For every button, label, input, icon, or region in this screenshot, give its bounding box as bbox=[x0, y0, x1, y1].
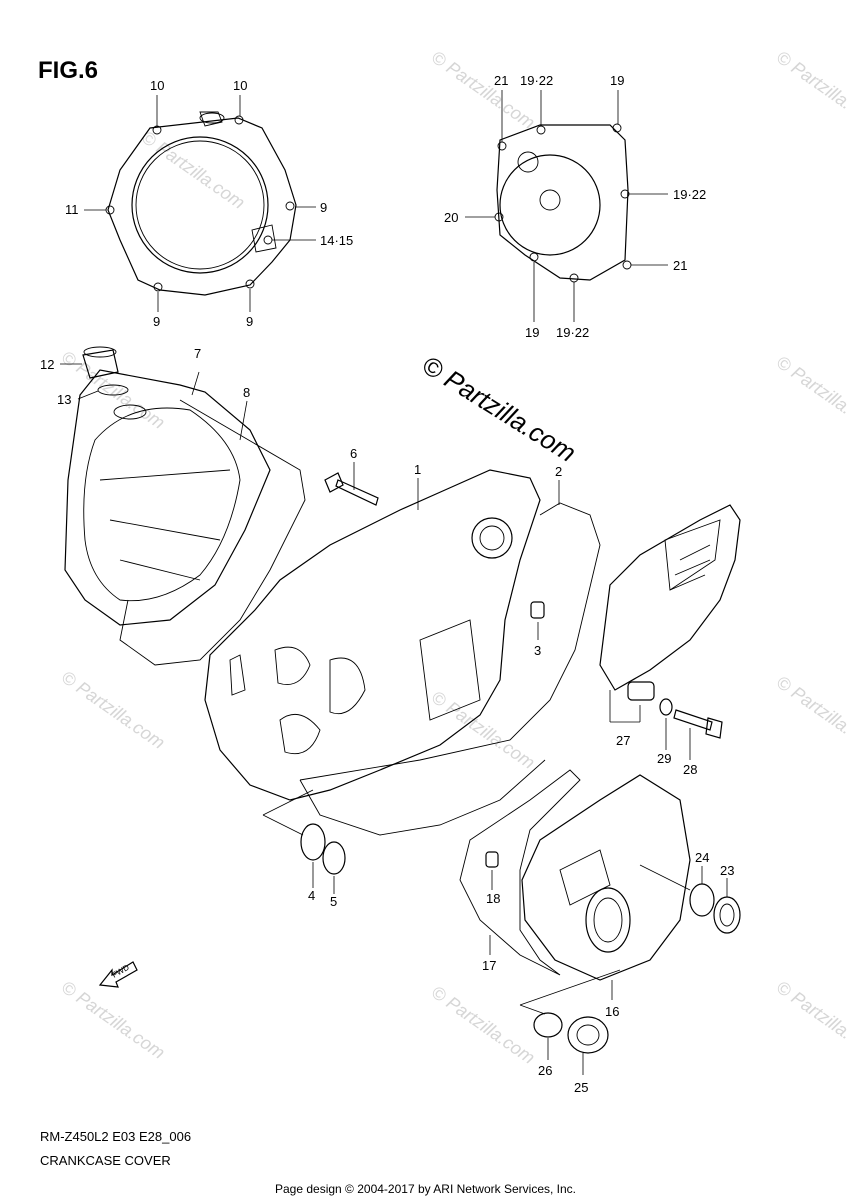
callout-12: 12 bbox=[40, 357, 54, 372]
diagram-code: RM-Z450L2 E03 E28_006 bbox=[40, 1129, 191, 1144]
callout-labels: 10 10 9 11 14·15 9 9 21 19·22 19 19·22 2… bbox=[40, 73, 734, 1095]
callout-8: 8 bbox=[243, 385, 250, 400]
callout-23: 23 bbox=[720, 863, 734, 878]
callout-24: 24 bbox=[695, 850, 709, 865]
callout-27: 27 bbox=[616, 733, 630, 748]
generator-gasket-part bbox=[459, 769, 581, 976]
oil-seal-part bbox=[300, 823, 326, 861]
callout-21: 21 bbox=[494, 73, 508, 88]
bolt-part bbox=[673, 709, 723, 739]
watermark: © Partzilla.com bbox=[428, 982, 539, 1068]
callout-10: 10 bbox=[150, 78, 164, 93]
callout-10: 10 bbox=[233, 78, 247, 93]
watermark: © Partzilla.com bbox=[58, 347, 169, 433]
o-ring-part bbox=[322, 841, 346, 875]
oil-cap-part bbox=[82, 346, 147, 420]
plug-part bbox=[713, 896, 741, 934]
figure-title: FIG.6 bbox=[38, 57, 98, 84]
collar-part bbox=[627, 681, 655, 701]
callout-29: 29 bbox=[657, 751, 671, 766]
callout-9: 9 bbox=[320, 200, 327, 215]
bolt-part bbox=[324, 472, 379, 506]
watermark: © Partzilla.com bbox=[773, 352, 847, 438]
callout-20: 20 bbox=[444, 210, 458, 225]
callout-19-22: 19·22 bbox=[556, 325, 589, 340]
page-credit: Page design © 2004-2017 by ARI Network S… bbox=[275, 1182, 576, 1196]
callout-11: 11 bbox=[65, 202, 79, 217]
callout-19: 19 bbox=[610, 73, 624, 88]
dowel-part bbox=[485, 851, 499, 868]
washer-part bbox=[659, 698, 673, 716]
bracket-part bbox=[599, 504, 741, 691]
watermark: © Partzilla.com bbox=[58, 667, 169, 753]
crankcase-gasket-part bbox=[299, 502, 601, 836]
watermark: © Partzilla.com bbox=[428, 687, 539, 773]
callout-13: 13 bbox=[57, 392, 71, 407]
callout-19: 19 bbox=[525, 325, 539, 340]
generator-cover-part bbox=[521, 774, 691, 981]
watermark: © Partzilla.com bbox=[428, 47, 539, 133]
callout-26: 26 bbox=[538, 1063, 552, 1078]
crankcase-cover-part bbox=[204, 469, 541, 801]
watermark-group: © Partzilla.com © Partzilla.com © Partzi… bbox=[58, 47, 847, 1068]
callout-4: 4 bbox=[308, 888, 315, 903]
callout-19-22: 19·22 bbox=[673, 187, 706, 202]
callout-21: 21 bbox=[673, 258, 687, 273]
o-ring-part bbox=[689, 883, 715, 917]
watermark: © Partzilla.com bbox=[773, 47, 847, 133]
watermark: © Partzilla.com bbox=[138, 127, 249, 213]
callout-19-22: 19·22 bbox=[520, 73, 553, 88]
watermark: © Partzilla.com bbox=[773, 672, 847, 758]
outer-cover-part bbox=[64, 369, 271, 626]
callout-17: 17 bbox=[482, 958, 496, 973]
watermark: © Partzilla.com bbox=[773, 977, 847, 1063]
pump-cover-part bbox=[494, 123, 632, 283]
callout-1: 1 bbox=[414, 462, 421, 477]
callout-25: 25 bbox=[574, 1080, 588, 1095]
diagram-name: CRANKCASE COVER bbox=[40, 1153, 171, 1168]
callout-28: 28 bbox=[683, 762, 697, 777]
callout-9: 9 bbox=[246, 314, 253, 329]
callout-14-15: 14·15 bbox=[320, 233, 353, 248]
callout-2: 2 bbox=[555, 464, 562, 479]
plug-part bbox=[567, 1016, 609, 1054]
cover-gasket-part bbox=[119, 399, 306, 666]
o-ring-part bbox=[533, 1012, 563, 1038]
callout-5: 5 bbox=[330, 894, 337, 909]
callout-16: 16 bbox=[605, 1004, 619, 1019]
callout-9: 9 bbox=[153, 314, 160, 329]
watermark: © Partzilla.com bbox=[58, 977, 169, 1063]
callout-6: 6 bbox=[350, 446, 357, 461]
callout-3: 3 bbox=[534, 643, 541, 658]
main-watermark: © Partzilla.com bbox=[417, 350, 581, 468]
callout-18: 18 bbox=[486, 891, 500, 906]
fwd-arrow-icon: FWD bbox=[98, 961, 138, 988]
callout-7: 7 bbox=[194, 346, 201, 361]
dowel-part bbox=[530, 601, 545, 619]
clutch-cover-part bbox=[105, 111, 297, 296]
